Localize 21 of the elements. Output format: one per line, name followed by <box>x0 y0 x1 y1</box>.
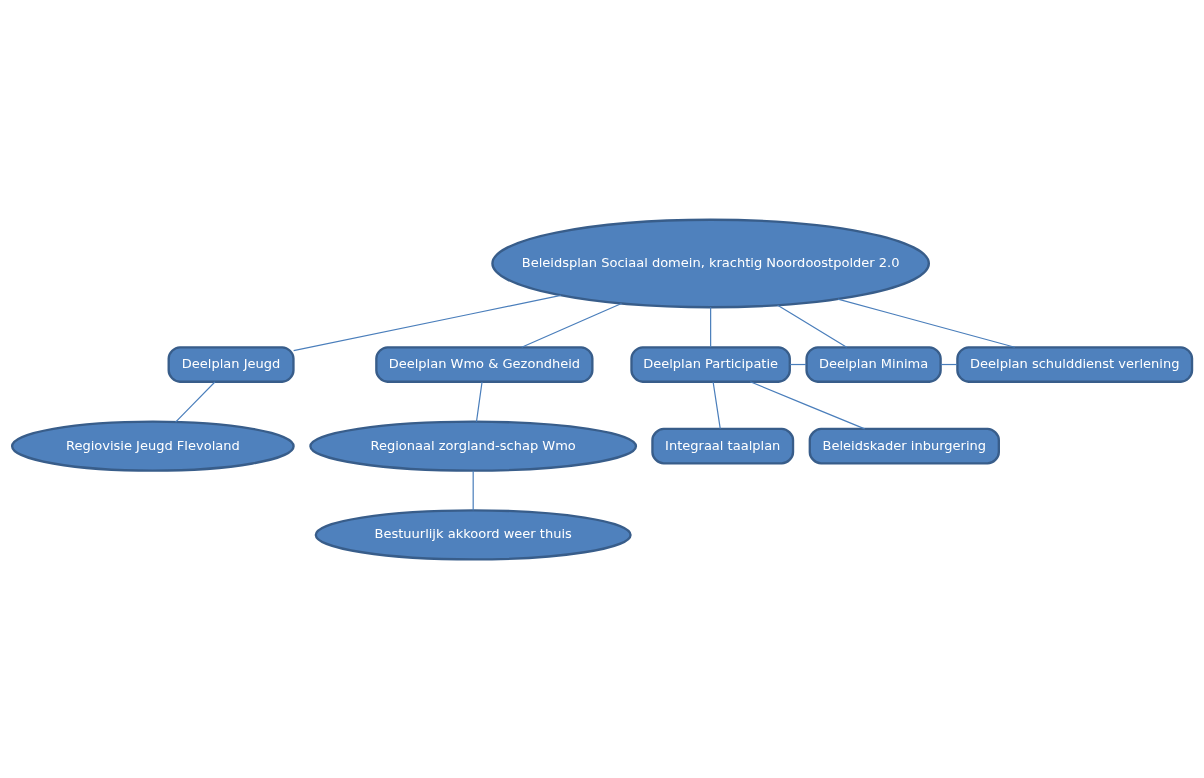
node-box: Deelplan Minima <box>805 345 942 383</box>
connector <box>521 302 623 348</box>
connector <box>472 469 474 511</box>
node-box: Deelplan Jeugd <box>167 345 295 383</box>
node-box: Integraal taalplan <box>651 427 795 465</box>
connector <box>174 380 216 423</box>
node-ellipse: Regionaal zorgland-schap Wmo <box>309 419 638 472</box>
connector <box>777 304 848 348</box>
node-ellipse: Beleidsplan Sociaal domein, krachtig Noordoostpolder 2.0 <box>491 218 930 308</box>
connector <box>293 294 562 351</box>
connector <box>749 380 866 429</box>
node-ellipse: Bestuurlijk akkoord weer thuis <box>314 508 632 561</box>
node-box: Beleidskader inburgering <box>808 427 1000 465</box>
node-ellipse: Regiovisie Jeugd Flevoland <box>10 419 295 472</box>
connector <box>475 380 483 422</box>
node-box: Deelplan schulddienst verlening <box>956 345 1194 383</box>
node-box: Deelplan Participatie <box>630 345 791 383</box>
connector <box>712 380 721 429</box>
connector <box>837 298 1016 348</box>
node-box: Deelplan Wmo & Gezondheid <box>375 345 594 383</box>
connector <box>710 306 712 348</box>
